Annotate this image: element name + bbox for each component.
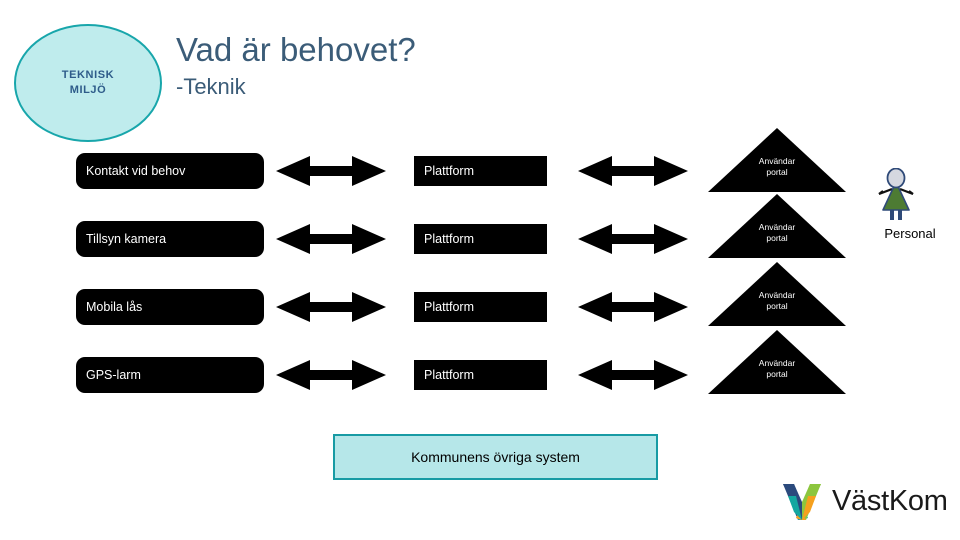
- double-arrow-icon: [276, 358, 386, 392]
- platform-box: Plattform: [414, 292, 547, 322]
- page-subtitle: -Teknik: [176, 74, 246, 99]
- triangle-shape: [708, 262, 846, 326]
- triangle-shape: [708, 128, 846, 192]
- diagram-row: Kontakt vid behov Plattform Användar por…: [0, 128, 960, 223]
- user-portal-triangle: Användar portal: [708, 330, 846, 394]
- badge-line-1: TEKNISK: [61, 69, 115, 81]
- user-portal-triangle: Användar portal: [708, 128, 846, 192]
- user-portal-triangle: Användar portal: [708, 262, 846, 326]
- double-arrow-icon: [578, 222, 688, 256]
- double-arrow-icon: [578, 154, 688, 188]
- double-arrow-icon: [276, 154, 386, 188]
- source-box: Mobila lås: [76, 289, 264, 325]
- double-arrow-icon: [276, 290, 386, 324]
- triangle-shape: [708, 330, 846, 394]
- badge-line-2: MILJÖ: [69, 84, 107, 96]
- vastkom-wordmark: VästKom: [832, 485, 948, 517]
- person-icon: [870, 167, 922, 231]
- double-arrow-icon: [276, 222, 386, 256]
- triangle-shape: [708, 194, 846, 258]
- double-arrow-icon: [578, 290, 688, 324]
- diagram-row: Mobila lås Plattform Användar portal: [0, 262, 960, 359]
- kommunens-system-box: Kommunens övriga system: [333, 434, 658, 480]
- personal-label: Personal: [884, 226, 936, 241]
- user-portal-triangle: Användar portal: [708, 194, 846, 258]
- double-arrow-icon: [578, 358, 688, 392]
- source-box: Kontakt vid behov: [76, 153, 264, 189]
- vastkom-mark-icon: [783, 484, 821, 520]
- platform-box: Plattform: [414, 156, 547, 186]
- platform-box: Plattform: [414, 360, 547, 390]
- source-box: Tillsyn kamera: [76, 221, 264, 257]
- source-box: GPS-larm: [76, 357, 264, 393]
- platform-box: Plattform: [414, 224, 547, 254]
- vastkom-logo: VästKom: [782, 478, 948, 524]
- diagram-row: Tillsyn kamera Plattform Användar portal: [0, 194, 960, 291]
- personal-group: Personal: [862, 167, 958, 246]
- title-block: Vad är behovet? -Teknik: [176, 30, 416, 102]
- page-title: Vad är behovet?: [176, 31, 416, 68]
- teknisk-miljo-badge: TEKNISK MILJÖ: [14, 24, 162, 142]
- diagram-row: GPS-larm Plattform Användar portal: [0, 330, 960, 427]
